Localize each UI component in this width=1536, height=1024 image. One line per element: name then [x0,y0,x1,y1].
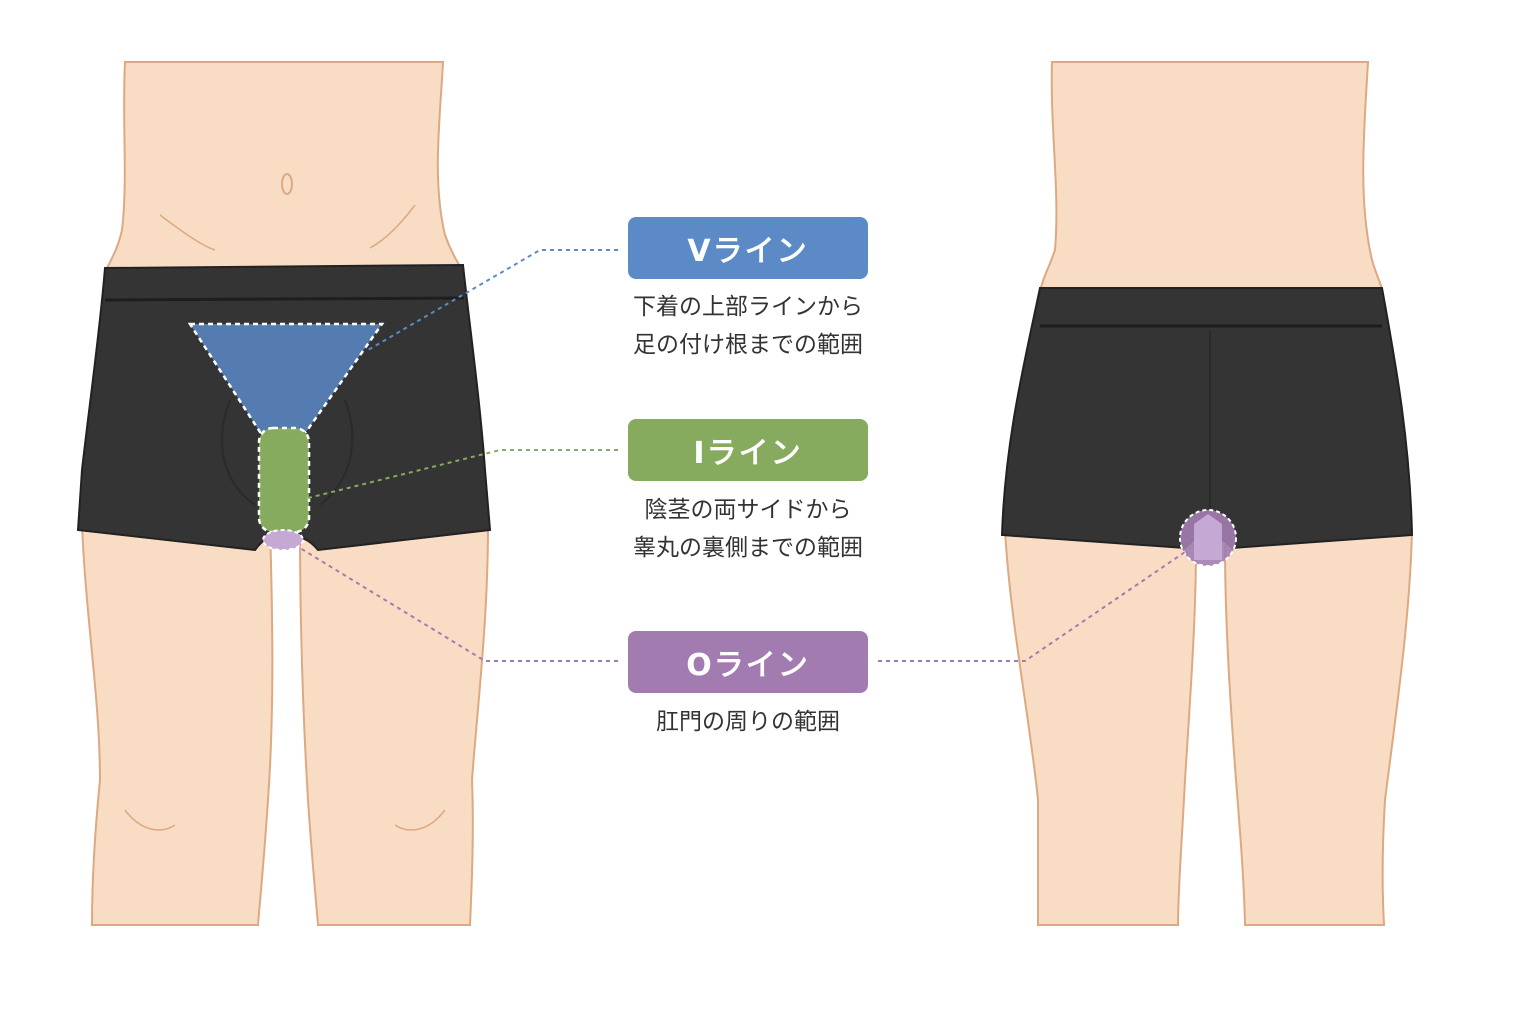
o-line-zone-front [262,529,304,551]
v-line-badge: Vライン [628,217,868,279]
i-line-connector [307,449,618,499]
v-line-description: 下着の上部ラインから 足の付け根までの範囲 [588,288,908,364]
navel [281,173,293,195]
o-line-title: Oライン [686,648,810,683]
back-left-leg [1003,528,1198,926]
i-line-title: Iライン [693,436,803,471]
v-line-title: Vライン [687,234,809,269]
o-line-description: 肛門の周りの範囲 [588,703,908,741]
front-figure [76,61,492,926]
o-line-badge: Oライン [628,631,868,693]
i-line-zone [257,426,311,534]
back-torso [1038,61,1384,293]
i-line-desc-line-2: 睾丸の裏側までの範囲 [633,535,863,561]
front-torso [104,61,464,271]
i-line-badge: Iライン [628,419,868,481]
back-figure [1000,61,1414,926]
i-line-description: 陰茎の両サイドから 睾丸の裏側までの範囲 [588,491,908,567]
o-line-connector-back [878,551,1186,662]
front-right-leg [298,524,490,926]
o-line-desc-line-1: 肛門の周りの範囲 [656,709,840,735]
v-line-desc-line-2: 足の付け根までの範囲 [633,332,863,358]
front-left-leg [80,524,274,926]
i-line-desc-line-1: 陰茎の両サイドから [644,497,852,523]
v-line-desc-line-1: 下着の上部ラインから [633,294,863,320]
v-line-connector [367,249,618,351]
back-right-leg [1223,528,1414,926]
v-line-zone [187,322,385,434]
